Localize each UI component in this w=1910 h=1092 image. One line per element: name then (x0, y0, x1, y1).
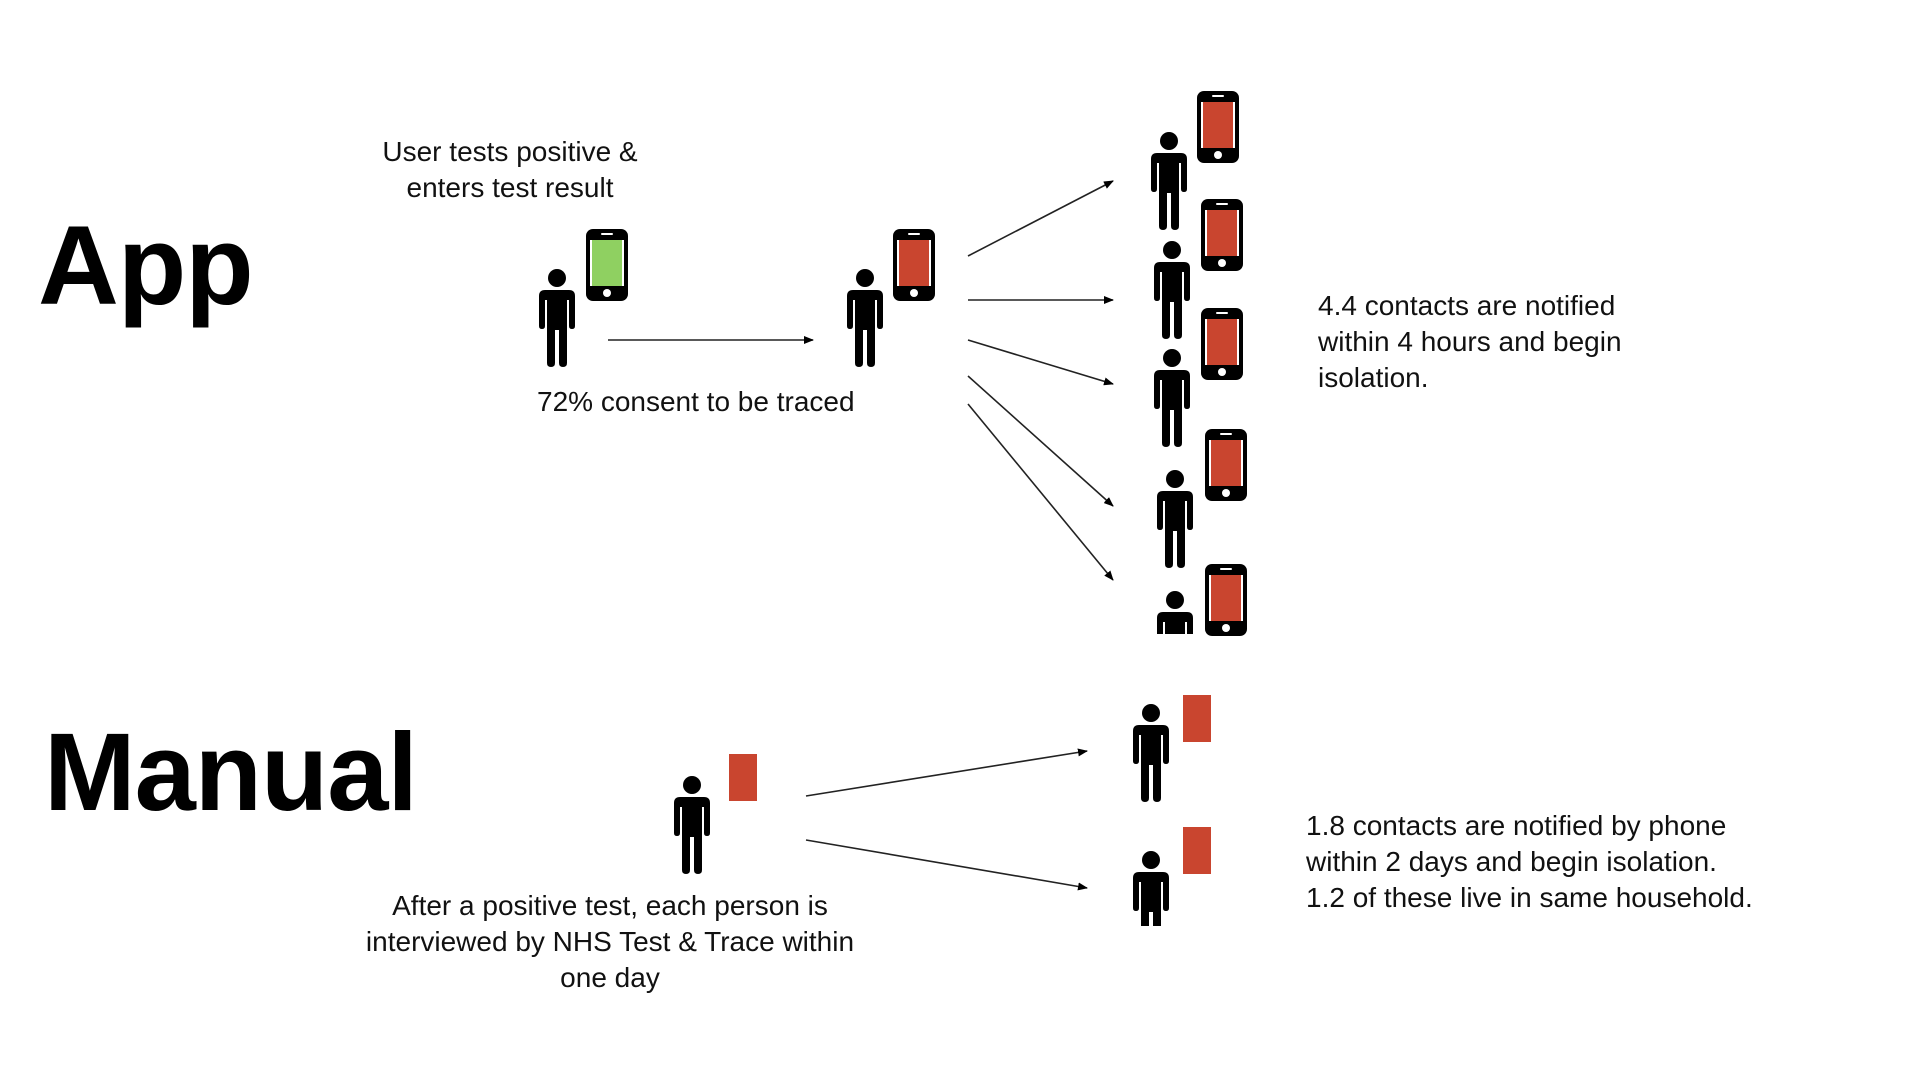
app-consent-caption: 72% consent to be traced (537, 386, 855, 417)
person-icon (1149, 131, 1189, 231)
person-icon (1152, 348, 1192, 448)
arrow-manual-contact-1 (805, 748, 1088, 797)
smartphone-icon (1201, 308, 1243, 380)
app-contact-phone-5 (1204, 563, 1248, 637)
smartphone-icon (1205, 429, 1247, 501)
manual-index-person (672, 775, 712, 875)
app-traced-person (845, 268, 885, 368)
person-icon (1131, 703, 1171, 803)
arrow-app-contact-4 (967, 375, 1114, 507)
manual-contact-card-1 (1183, 695, 1211, 742)
app-contact-phone-1 (1196, 90, 1240, 164)
manual-outcome-line: 1.8 contacts are notified by phone (1306, 810, 1727, 841)
manual-index-caption: After a positive test, each person is in… (330, 888, 890, 996)
manual-contact-person-1 (1131, 703, 1171, 803)
smartphone-icon (586, 229, 628, 301)
smartphone-icon (1205, 564, 1247, 636)
manual-outcome-line: within 2 days and begin isolation. (1306, 846, 1717, 877)
app-contact-person-1 (1149, 131, 1189, 231)
app-contact-person-2 (1152, 240, 1192, 340)
arrow-app-contact-5 (967, 403, 1114, 581)
app-index-caption: User tests positive & enters test result (382, 136, 638, 203)
app-contact-person-4 (1155, 469, 1195, 569)
app-outcome-caption: 4.4 contacts are notified within 4 hours… (1318, 288, 1718, 396)
app-contact-phone-4 (1204, 428, 1248, 502)
manual-contact-card-2 (1183, 827, 1211, 874)
smartphone-icon (1197, 91, 1239, 163)
app-contact-person-3 (1152, 348, 1192, 448)
arrow-manual-contact-2 (805, 839, 1088, 891)
manual-contact-person-2 (1131, 850, 1171, 926)
manual-index-line: After a positive test, each person is (392, 890, 828, 921)
app-index-person (537, 268, 577, 368)
app-section-title: App (38, 203, 254, 328)
smartphone-icon (1201, 199, 1243, 271)
manual-section-title: Manual (44, 711, 418, 834)
person-icon (845, 268, 885, 368)
person-icon (1131, 850, 1171, 926)
manual-outcome-caption: 1.8 contacts are notified by phone withi… (1306, 808, 1826, 916)
app-contact-phone-2 (1200, 198, 1244, 272)
app-contact-phone-3 (1200, 307, 1244, 381)
app-contact-person-5 (1155, 590, 1195, 634)
manual-outcome-line: 1.2 of these live in same household. (1306, 882, 1753, 913)
person-icon (1155, 469, 1195, 569)
arrow-app-contact-1 (967, 180, 1114, 257)
manual-index-line: one day (560, 962, 660, 993)
person-icon (1152, 240, 1192, 340)
person-icon (1155, 590, 1195, 634)
smartphone-icon (893, 229, 935, 301)
arrow-app-contact-3 (967, 339, 1114, 386)
app-outcome-line: within 4 hours and begin (1318, 326, 1622, 357)
manual-index-line: interviewed by NHS Test & Trace within (365, 926, 855, 957)
app-outcome-line: isolation. (1318, 362, 1429, 393)
app-traced-phone (892, 228, 936, 302)
person-icon (672, 775, 712, 875)
app-outcome-line: 4.4 contacts are notified (1318, 290, 1616, 321)
manual-index-card (729, 754, 757, 801)
app-index-phone (585, 228, 629, 302)
person-icon (537, 268, 577, 368)
